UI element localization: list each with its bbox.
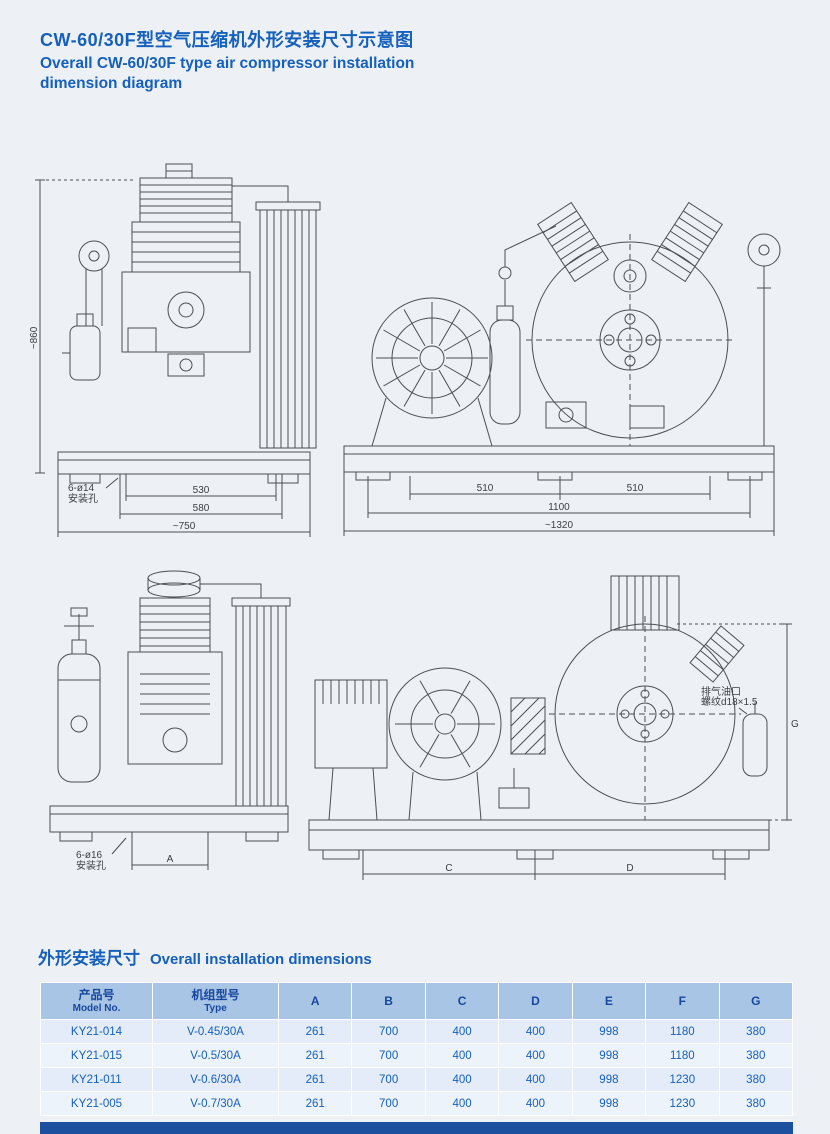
col-header-G: G xyxy=(718,982,794,1020)
section-heading: 外形安装尺寸 Overall installation dimensions xyxy=(38,944,372,969)
page-title-en-line1: Overall CW-60/30F type air compressor in… xyxy=(40,55,415,72)
dim-value-cell: 1180 xyxy=(645,1043,720,1068)
drawing-front-view-2: 6-ø16 安装孔 A xyxy=(28,562,303,912)
dim-value-cell: 261 xyxy=(277,1067,353,1092)
dim-label-750: ~750 xyxy=(173,521,196,532)
dimension-table: 产品号 Model No. 机组型号 Type A B C D E F G KY… xyxy=(40,982,794,1116)
dim-label-510-right: 510 xyxy=(627,483,644,494)
col-header-C: C xyxy=(424,982,500,1020)
dim-label-510-left: 510 xyxy=(477,483,494,494)
dim-value-cell: 1230 xyxy=(645,1067,720,1092)
col-header-B: B xyxy=(351,982,426,1020)
dim-value-cell: 261 xyxy=(277,1091,353,1116)
mount-holes-label-2: 安装孔 xyxy=(76,859,106,872)
mount-holes-label-1: 安装孔 xyxy=(68,492,98,505)
dim-value-cell: 400 xyxy=(424,1019,500,1044)
dim-value-cell: 998 xyxy=(571,1091,647,1116)
dim-value-cell: 400 xyxy=(498,1067,573,1092)
drawing-side-view-2: 排气油口 螺纹d18×1.5 C D G xyxy=(293,562,805,925)
col-header-E: E xyxy=(571,982,647,1020)
model-cell: KY21-014 xyxy=(40,1019,153,1044)
section-heading-zh: 外形安装尺寸 xyxy=(38,949,140,968)
footer-band xyxy=(40,1122,793,1134)
dim-label-G: G xyxy=(791,719,799,730)
dim-label-1100: 1100 xyxy=(548,502,570,513)
dim-label-530: 530 xyxy=(193,485,210,496)
dim-value-cell: 261 xyxy=(277,1019,353,1044)
dim-label-C: C xyxy=(445,863,452,874)
dim-value-cell: 400 xyxy=(498,1043,573,1068)
type-cell: V-0.45/30A xyxy=(152,1019,279,1044)
model-cell: KY21-005 xyxy=(40,1091,153,1116)
dim-value-cell: 400 xyxy=(424,1043,500,1068)
col-header-type: 机组型号 Type xyxy=(152,982,279,1020)
dim-value-cell: 400 xyxy=(498,1019,573,1044)
page-title-zh: CW-60/30F型空气压缩机外形安装尺寸示意图 xyxy=(40,30,414,50)
dim-label-A: A xyxy=(167,854,174,865)
section-heading-en: Overall installation dimensions xyxy=(150,951,372,968)
dim-value-cell: 998 xyxy=(571,1043,647,1068)
dim-value-cell: 380 xyxy=(718,1043,794,1068)
dim-value-cell: 400 xyxy=(424,1067,500,1092)
dim-value-cell: 261 xyxy=(277,1043,353,1068)
mount-holes-dim-1: 6-ø14 xyxy=(68,483,95,494)
dim-value-cell: 700 xyxy=(351,1019,426,1044)
dim-label-860: ~860 xyxy=(29,326,40,349)
dim-value-cell: 380 xyxy=(718,1019,794,1044)
dim-value-cell: 1230 xyxy=(645,1091,720,1116)
model-cell: KY21-011 xyxy=(40,1067,153,1092)
dim-value-cell: 400 xyxy=(424,1091,500,1116)
dim-value-cell: 700 xyxy=(351,1043,426,1068)
dim-label-D: D xyxy=(626,863,633,874)
dim-value-cell: 380 xyxy=(718,1067,794,1092)
dim-value-cell: 1180 xyxy=(645,1019,720,1044)
col-header-F: F xyxy=(645,982,720,1020)
page-title-en-line2: dimension diagram xyxy=(40,75,183,92)
col-header-model: 产品号 Model No. xyxy=(40,982,153,1020)
model-cell: KY21-015 xyxy=(40,1043,153,1068)
outlet-label-line1: 排气油口 xyxy=(701,685,741,698)
dim-value-cell: 700 xyxy=(351,1067,426,1092)
mount-holes-dim-2: 6-ø16 xyxy=(76,850,103,861)
dim-value-cell: 998 xyxy=(571,1067,647,1092)
outlet-label-line2: 螺纹d18×1.5 xyxy=(701,695,758,708)
dim-value-cell: 700 xyxy=(351,1091,426,1116)
col-header-A: A xyxy=(277,982,353,1020)
dim-value-cell: 400 xyxy=(498,1091,573,1116)
type-cell: V-0.7/30A xyxy=(152,1091,279,1116)
col-header-D: D xyxy=(498,982,573,1020)
dim-label-1320: ~1320 xyxy=(545,520,574,531)
dim-label-580: 580 xyxy=(193,503,210,514)
type-cell: V-0.6/30A xyxy=(152,1067,279,1092)
drawing-side-view-1: 510 510 1100 ~1320 xyxy=(330,158,802,548)
dim-value-cell: 998 xyxy=(571,1019,647,1044)
dim-value-cell: 380 xyxy=(718,1091,794,1116)
type-cell: V-0.5/30A xyxy=(152,1043,279,1068)
drawing-front-view-1: ~860 6-ø14 安装孔 530 580 ~750 xyxy=(28,158,333,548)
table-header-row: 产品号 Model No. 机组型号 Type A B C D E F G xyxy=(40,982,794,1020)
